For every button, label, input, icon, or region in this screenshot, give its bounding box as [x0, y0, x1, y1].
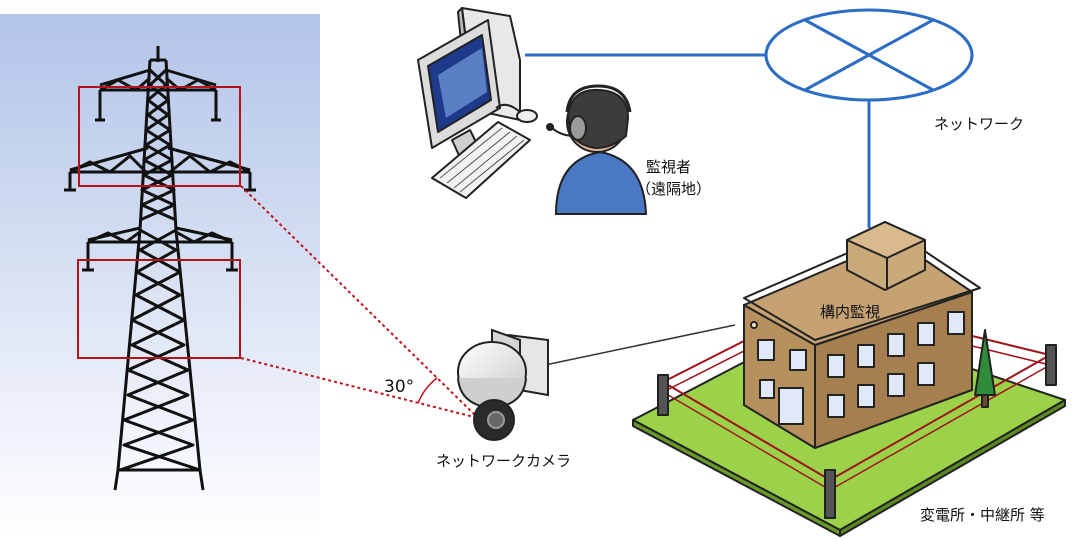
- transmission-tower-icon: [64, 46, 256, 491]
- network-label: ネットワーク: [934, 115, 1025, 133]
- fov-line-upper: [240, 185, 479, 419]
- camera-label: ネットワークカメラ: [436, 452, 572, 470]
- onsite-monitor-label: 構内監視: [820, 303, 881, 321]
- angle-arc: [417, 377, 438, 404]
- computer-icon: [417, 7, 538, 199]
- fov-line-lower: [240, 357, 479, 419]
- network-lines: [525, 53, 871, 228]
- facility-label: 変電所・中継所 等: [920, 506, 1045, 524]
- operator-headset-icon: [546, 84, 648, 215]
- network-cloud-icon: [764, 8, 974, 102]
- sky-background: [0, 14, 320, 539]
- ptz-camera-icon: [457, 324, 736, 441]
- substation-building-icon: [632, 221, 1066, 537]
- monitor-label: 監視者: [646, 158, 692, 176]
- angle-label: 30°: [384, 377, 415, 397]
- detection-box-lower: [77, 259, 241, 359]
- detection-box-upper: [78, 86, 241, 187]
- monitor-remote-label: （遠隔地）: [636, 180, 712, 198]
